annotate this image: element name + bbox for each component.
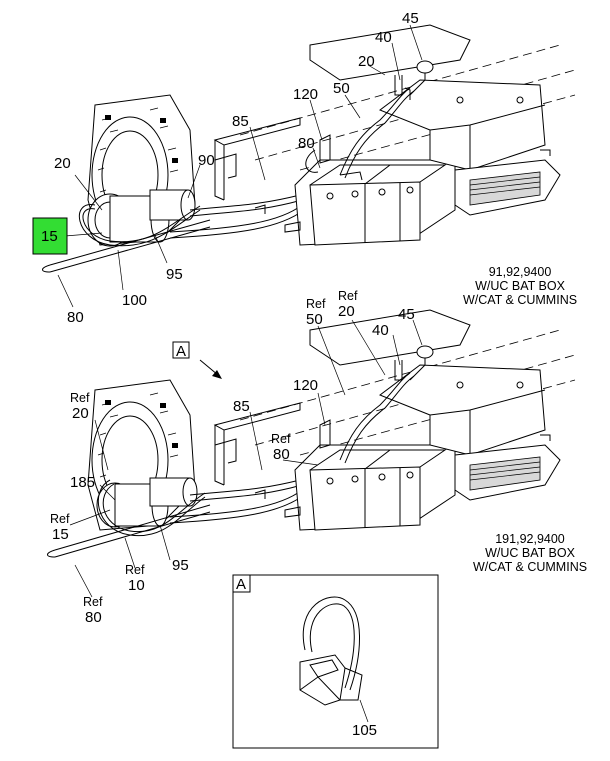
callout-95: 95 — [166, 266, 183, 283]
callout-85: 85 — [232, 113, 249, 130]
callout-90: 90 — [198, 152, 215, 169]
view-a-marker: A — [172, 341, 222, 379]
caption-line: 91,92,9400 — [489, 265, 552, 279]
callout-ref: Ref — [50, 512, 70, 526]
callout-40: 40 — [372, 322, 389, 339]
callout-15: 15 — [52, 526, 69, 543]
callout-10: 10 — [128, 577, 145, 594]
highlighted-callout-box — [32, 217, 68, 255]
callout-20: 20 — [338, 303, 355, 320]
callout-ref: Ref — [70, 391, 90, 405]
callout-ref: Ref — [306, 297, 326, 311]
caption-line: W/UC BAT BOX — [475, 279, 565, 293]
callout-20: 20 — [358, 53, 375, 70]
callout-ref: Ref — [271, 432, 291, 446]
detail-view-a: A 105 — [232, 574, 439, 749]
detail-view-label: A — [236, 576, 246, 593]
callout-80: 80 — [85, 609, 102, 626]
upper-callouts: 45 40 20 50 120 85 80 90 20 15 95 100 80 — [32, 10, 419, 326]
callout-20: 20 — [54, 155, 71, 172]
view-a-label: A — [176, 343, 186, 360]
callout-ref: Ref — [338, 289, 358, 303]
callout-50: 50 — [306, 311, 323, 328]
caption-line: W/UC BAT BOX — [485, 546, 575, 560]
callout-120: 120 — [293, 86, 318, 103]
callout-85: 85 — [233, 398, 250, 415]
lower-view — [47, 309, 576, 558]
callout-185: 185 — [70, 474, 95, 491]
callout-100: 100 — [122, 292, 147, 309]
lower-callouts: Ref 50 Ref 20 40 45 120 85 Ref 80 Ref 20… — [50, 289, 415, 626]
callout-ref: Ref — [125, 563, 145, 577]
callout-80: 80 — [273, 446, 290, 463]
callout-105: 105 — [352, 722, 377, 739]
lower-caption: 191,92,9400 W/UC BAT BOX W/CAT & CUMMINS — [473, 532, 587, 574]
callout-80: 80 — [67, 309, 84, 326]
callout-40: 40 — [375, 29, 392, 46]
callout-45: 45 — [402, 10, 419, 27]
upper-caption: 91,92,9400 W/UC BAT BOX W/CAT & CUMMINS — [463, 265, 577, 307]
callout-20: 20 — [72, 405, 89, 422]
callout-120: 120 — [293, 377, 318, 394]
caption-line: 191,92,9400 — [495, 532, 565, 546]
callout-50: 50 — [333, 80, 350, 97]
lower-leaders — [69, 319, 423, 598]
upper-leaders — [57, 24, 423, 308]
callout-95: 95 — [172, 557, 189, 574]
upper-view — [42, 24, 576, 273]
callout-80: 80 — [298, 135, 315, 152]
callout-15[interactable]: 15 — [41, 228, 58, 245]
callout-45: 45 — [398, 306, 415, 323]
caption-line: W/CAT & CUMMINS — [473, 560, 587, 574]
callout-ref: Ref — [83, 595, 103, 609]
caption-line: W/CAT & CUMMINS — [463, 293, 577, 307]
